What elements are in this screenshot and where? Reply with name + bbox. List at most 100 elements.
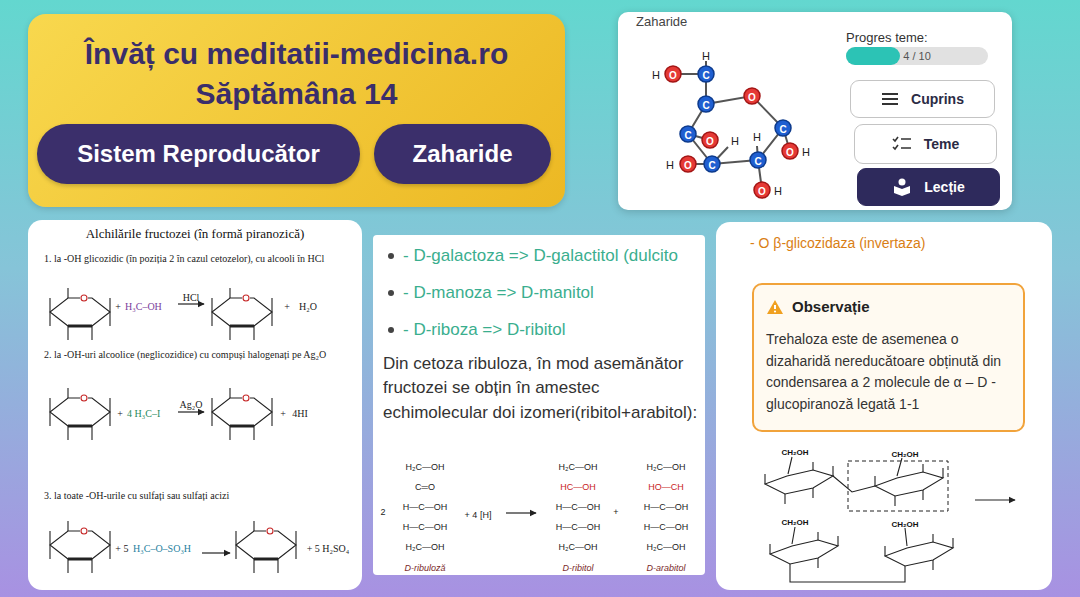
atom-label: C <box>754 156 761 167</box>
label-anchor: C═O <box>415 476 435 494</box>
menu-button: Lecție <box>857 168 1000 206</box>
atom-label: C <box>702 70 709 81</box>
button-text: Teme <box>924 136 960 152</box>
compound-name: D-ribitol <box>562 563 593 573</box>
reagent-label: + <box>117 408 123 419</box>
reagent-label: + 5 H₂SO₄ <box>307 543 350 554</box>
label-anchor: H₂C—OH <box>647 536 686 554</box>
label-anchor: C <box>754 151 761 169</box>
label-anchor: H <box>731 131 739 149</box>
label-anchor: O <box>684 155 692 173</box>
atom-label: O <box>669 70 677 81</box>
bullet-row: - D-riboza => D-ribitol <box>383 319 701 341</box>
molecule-model <box>673 61 790 190</box>
reaction-step: 2. la -OH-uri alcoolice (neglicozidice) … <box>44 348 360 361</box>
label-anchor: HC—OH <box>560 476 596 494</box>
bullet-dot <box>388 290 394 296</box>
label-anchor: C <box>702 65 709 83</box>
fischer-row: H—C—OH <box>644 502 689 512</box>
label-anchor: C <box>779 119 786 137</box>
fischer-row: H₂C—OH <box>559 462 598 472</box>
fischer-row: H—C—OH <box>403 522 448 532</box>
bullet-row: - D-galactoza => D-galactitol (dulcito <box>383 245 701 267</box>
atom-label: O <box>748 92 756 103</box>
coefficient: 2 <box>380 507 385 517</box>
label-anchor: CH₂OH <box>891 443 918 461</box>
haworth-rings <box>50 288 296 573</box>
label-anchor: H₂C—OH <box>406 456 445 474</box>
fischer-row: H₂C—OH <box>647 542 686 552</box>
reagent-label: H₂O <box>299 301 317 312</box>
bullet-row: - D-manoza => D-manitol <box>383 282 701 304</box>
label-anchor: H₃C–O–SO₃H <box>133 538 191 556</box>
label-anchor: 2 <box>380 501 385 519</box>
card-heading: Alchilările fructozei (în formă piranozi… <box>34 226 356 242</box>
label-anchor: H—C—OH <box>644 516 689 534</box>
pill-text: Zaharide <box>412 140 512 168</box>
fischer-row: H₂C—OH <box>647 462 686 472</box>
banner-subtitle: Săptămâna 14 <box>28 76 565 112</box>
fischer-row: H₂C—OH <box>406 542 445 552</box>
app-screenshot: ZaharideProgres teme:4 / 10CuprinsTemeLe… <box>618 12 1012 210</box>
atom-label: H <box>774 185 782 197</box>
fischer-row: H—C—OH <box>556 522 601 532</box>
note-heading-row: Observație <box>766 298 1011 315</box>
bullet-item: - D-riboza => D-ribitol <box>403 319 566 341</box>
label-anchor: C <box>708 155 715 173</box>
label-anchor: D-ribitol <box>562 557 593 575</box>
label-anchor: 5 <box>124 538 129 556</box>
atom-label: H <box>666 159 674 171</box>
reagent-label: + 4 [H] <box>465 510 492 520</box>
label-anchor: H₂C—OH <box>559 456 598 474</box>
fischer-row: H—C—OH <box>403 502 448 512</box>
label-anchor: O <box>758 181 766 199</box>
menu-button: Cuprins <box>850 80 995 118</box>
reagent-label: + <box>284 301 290 312</box>
label-anchor: D-ribuloză <box>404 557 445 575</box>
label-anchor: H₃C–OH <box>125 296 162 314</box>
button-icon <box>881 92 899 106</box>
reagent-label: + <box>280 408 286 419</box>
bullet-item: - D-manoza => D-manitol <box>403 282 594 304</box>
label-anchor: 4HI <box>292 403 308 421</box>
atom-label: O <box>786 147 794 158</box>
pill-text: Sistem Reproducător <box>77 140 320 168</box>
label-anchor: H <box>702 46 710 64</box>
paragraph: Din cetoza ribuloza, în mod asemănător f… <box>383 352 701 424</box>
atom-label: H <box>753 131 761 143</box>
label-anchor: H₂C—OH <box>559 536 598 554</box>
button-text: Lecție <box>924 179 964 195</box>
label-anchor: H <box>652 65 660 83</box>
label-anchor: Ag₂O <box>180 394 203 412</box>
text-slot: Săptămâna 14 <box>28 76 565 112</box>
label-anchor: D-arabitol <box>646 557 685 575</box>
atom-label: C <box>702 100 709 111</box>
button-icon <box>892 178 912 196</box>
reagent-label: + <box>115 543 121 554</box>
reaction-step: 1. la -OH glicozidic (în poziția 2 în ca… <box>44 252 360 265</box>
atom-label: H <box>731 135 739 147</box>
content-card: - O β-glicozidaza (invertaza)ObservațieT… <box>716 222 1052 590</box>
text-slot: - O β-glicozidaza (invertaza) <box>750 235 1046 251</box>
trehalose-structure <box>765 457 953 582</box>
label-anchor: + <box>117 403 123 421</box>
label-anchor: + <box>115 538 121 556</box>
menu-button: Teme <box>854 124 997 164</box>
topic-pill: Zaharide <box>374 124 551 184</box>
reagent-label: HCl <box>183 292 200 303</box>
label-anchor: CH₂OH <box>781 511 808 529</box>
group-label: CH₂OH <box>891 450 918 459</box>
atom-label: H <box>702 50 710 62</box>
label-anchor: + 4 [H] <box>465 504 492 522</box>
label-anchor: H—C—OH <box>403 516 448 534</box>
reagent-label: 5 <box>124 543 129 554</box>
label-anchor: H <box>774 181 782 199</box>
progress-label: Progres teme: <box>846 30 988 45</box>
group-label: CH₂OH <box>781 448 808 457</box>
progress-block: Progres teme:4 / 10 <box>846 30 988 65</box>
label-anchor: O <box>669 65 677 83</box>
atom-label: O <box>758 186 766 197</box>
label-anchor: O <box>786 142 794 160</box>
text-slot: 2. la -OH-uri alcoolice (neglicozidice) … <box>44 348 360 361</box>
